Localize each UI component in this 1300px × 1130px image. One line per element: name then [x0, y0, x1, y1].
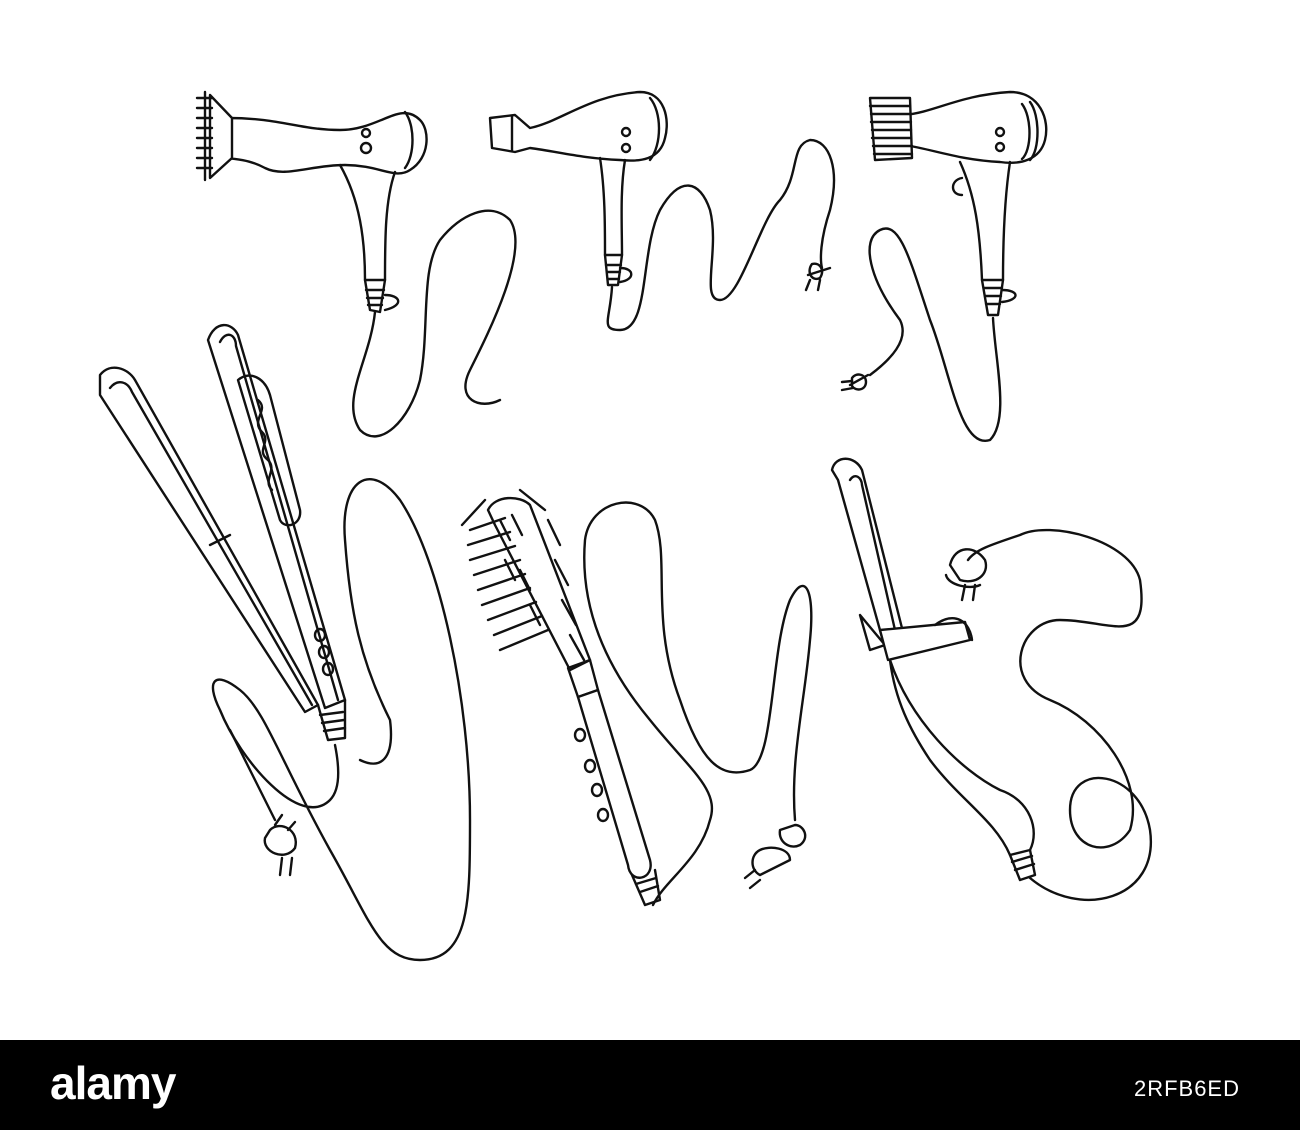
round-thermal-brush — [460, 488, 813, 907]
hair-dryer-comb-nozzle — [195, 90, 517, 438]
hair-dryer-striped-nozzle — [840, 90, 1048, 442]
hair-straightener — [98, 323, 472, 962]
hair-dryer-concentrator — [488, 90, 836, 332]
alamy-logo: alamy — [50, 1057, 176, 1109]
image-id-label: 2RFB6ED — [1133, 1076, 1240, 1101]
footer-bar: alamy 2RFB6ED — [0, 1040, 1300, 1130]
hair-tools-illustration — [98, 90, 1153, 962]
curling-iron — [830, 457, 1153, 901]
